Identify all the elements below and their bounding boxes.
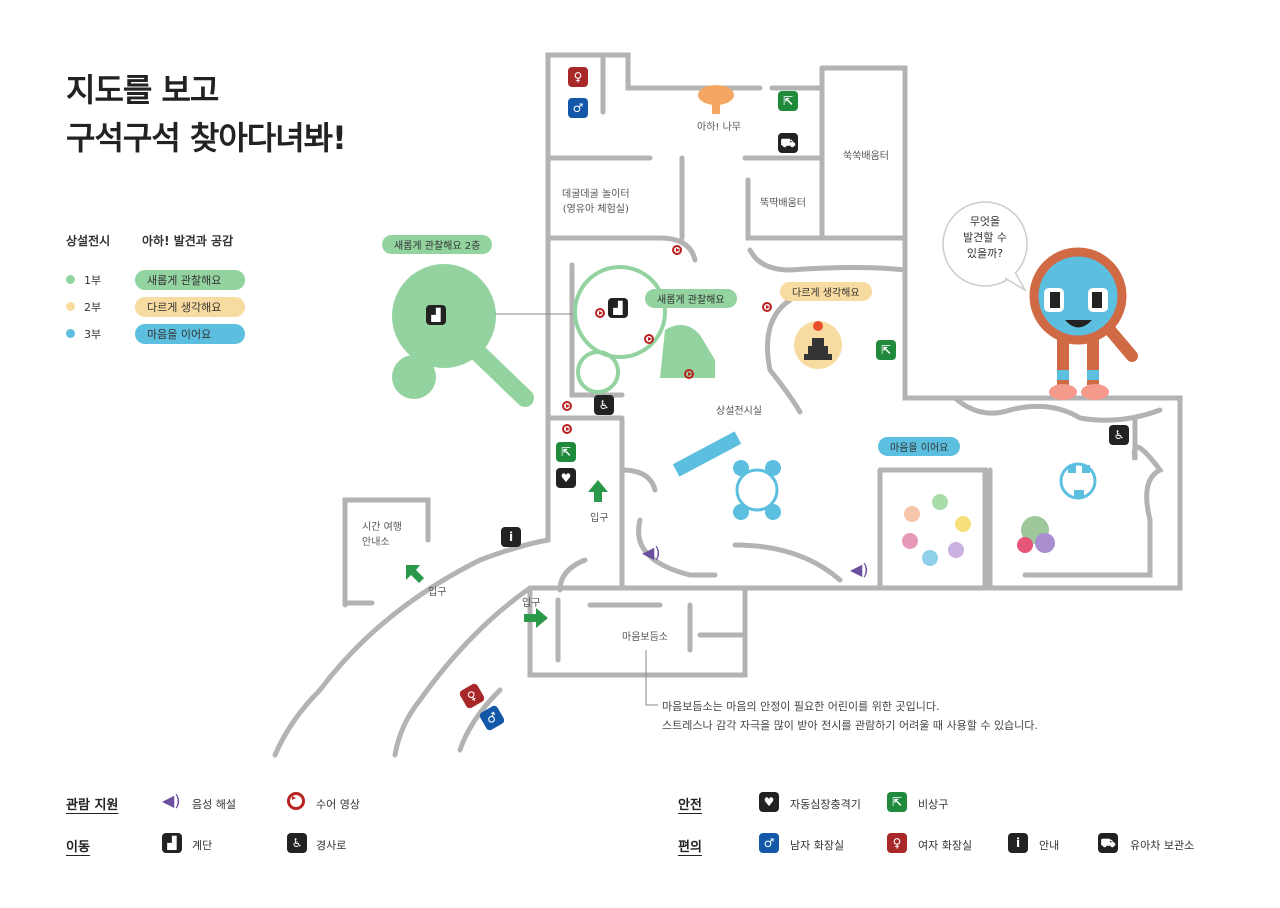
walls [272, 52, 1183, 758]
stairs-icon: ▟ [426, 305, 446, 325]
emergency-exit-icon: ⇱ [556, 442, 576, 462]
mens-restroom-icon: ♂ [759, 833, 779, 853]
entrance-arrows [406, 480, 608, 628]
legend-aed: 자동심장충격기 [790, 798, 861, 811]
legend-floor: 1부 [84, 274, 102, 287]
maeum-note: 마음보듬소는 마음의 안정이 필요한 어린이를 위한 곳입니다.스트레스나 감각… [662, 700, 1038, 732]
legend-sign-video: 수어 영상 [316, 798, 360, 811]
zone-think: 다르게 생각해요 [780, 282, 872, 301]
info-icon: i [1008, 833, 1028, 853]
legend-floor: 3부 [84, 328, 102, 341]
spiral-stair-zone [573, 265, 667, 394]
room-label-ttukttak: 뚝딱배움터 [760, 198, 806, 209]
aha-tree [698, 85, 734, 105]
blue-table [733, 460, 781, 520]
stroller-icon: ⛟ [1098, 833, 1118, 853]
stairs-icon: ▟ [608, 298, 628, 318]
legend-ramp: 경사로 [316, 839, 347, 852]
aed-icon: ♥ [556, 468, 576, 488]
womens-restroom-icon: ♀ [887, 833, 907, 853]
sign-video-icon [287, 792, 305, 810]
legend-mens-restroom: 남자 화장실 [790, 839, 845, 852]
blue-bench [672, 431, 742, 477]
sign-video-icon [672, 245, 682, 255]
legend-info: 안내 [1039, 839, 1060, 852]
audio-guide-icon: ◀) [850, 560, 869, 579]
legend-dot-yellow [66, 302, 75, 311]
stroller-icon: ⛟ [778, 133, 798, 153]
colored-cushions [902, 494, 971, 566]
mens-restroom-icon: ♂ [568, 98, 588, 118]
legend-safety-heading: 안전 [678, 798, 702, 813]
legend-dot-blue [66, 329, 75, 338]
mascot-character [1029, 247, 1138, 400]
sign-video-icon [595, 308, 605, 318]
legend-audio-guide: 음성 해설 [192, 798, 236, 811]
audio-guide-icon: ◀) [162, 791, 181, 810]
ramp-icon: ♿ [287, 833, 307, 853]
emergency-exit-icon: ⇱ [887, 792, 907, 812]
entrance-label: 입구 [590, 513, 609, 524]
zone-observe-2f: 새롭게 관찰해요 2층 [382, 235, 493, 254]
legend-pill-connect: 마음을 이어요 [135, 324, 245, 344]
aed-icon: ♥ [759, 792, 779, 812]
legend-stroller: 유아차 보관소 [1130, 839, 1195, 852]
legend-dot-green [66, 275, 75, 284]
legend-support-heading: 관람 지원 [66, 798, 119, 813]
legend-pill-observe: 새롭게 관찰해요 [135, 270, 245, 290]
sign-video-icon [562, 401, 572, 411]
statue [660, 325, 715, 378]
legend-convenience-heading: 편의 [678, 840, 702, 855]
legend-exit: 비상구 [918, 798, 949, 811]
emergency-exit-icon: ⇱ [778, 91, 798, 111]
info-icon: i [501, 527, 521, 547]
zone-connect: 마음을 이어요 [878, 437, 961, 456]
speech-bubble [942, 201, 1028, 287]
room-label-maeum: 마음보듬소 [622, 632, 668, 643]
legend-subheading: 아하! 발견과 공감 [142, 234, 234, 248]
womens-restroom-icon: ♀ [568, 67, 588, 87]
legend-stairs: 계단 [192, 839, 213, 852]
entrance-label: 입구 [428, 587, 447, 598]
legend-pill-think: 다르게 생각해요 [135, 297, 245, 317]
legend-floor: 2부 [84, 301, 102, 314]
legend-heading: 상설전시 [66, 234, 111, 248]
room-label-degul: 데굴데굴 놀이터(영유아 체험실) [562, 189, 630, 215]
ramp-icon: ♿ [1109, 425, 1129, 445]
stairs-icon: ▟ [162, 833, 182, 853]
sign-video-icon [684, 369, 694, 379]
magnifier-2f-zone [392, 264, 534, 407]
room-label-aha-tree: 아하! 나무 [697, 122, 741, 133]
room-label-ssukssuk: 쑥쑥배움터 [843, 151, 889, 162]
audio-guide-icon: ◀) [642, 543, 661, 562]
zone-observe: 새롭게 관찰해요 [645, 289, 737, 308]
sign-video-icon [762, 302, 772, 312]
ramp-icon: ♿ [594, 395, 614, 415]
sign-video-icon [562, 424, 572, 434]
entrance-label: 입구 [522, 598, 541, 609]
legend-move-heading: 이동 [66, 840, 90, 855]
room-label-permanent: 상설전시실 [716, 406, 762, 417]
legend-womens-restroom: 여자 화장실 [918, 839, 973, 852]
emergency-exit-icon: ⇱ [876, 340, 896, 360]
sign-video-icon [644, 334, 654, 344]
